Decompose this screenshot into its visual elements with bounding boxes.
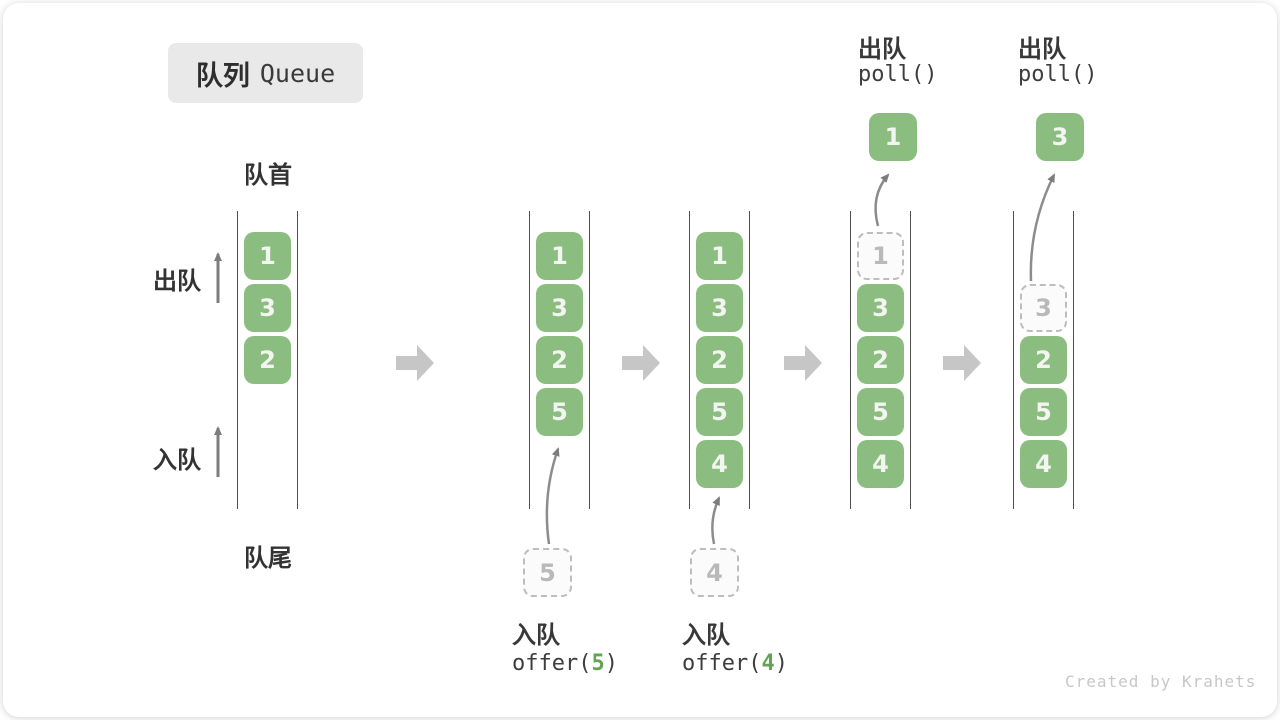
- queue-cell: 3: [696, 284, 743, 332]
- label-enqueue-side: 入队: [153, 447, 201, 474]
- label-queue-front: 队首: [244, 162, 292, 189]
- pending-value-box: 5: [523, 548, 572, 597]
- queue-cell: 2: [244, 336, 291, 384]
- step-arrow-1: [396, 345, 434, 381]
- step-arrow-2: [622, 345, 660, 381]
- note-enqueue-label: 入队: [512, 622, 560, 649]
- queue-cell: 5: [1020, 388, 1067, 436]
- queue-cell: 3: [244, 284, 291, 332]
- step-arrow-4: [943, 345, 981, 381]
- op-dequeue-label: 出队: [858, 36, 906, 63]
- queue-cell: 2: [857, 336, 904, 384]
- step-arrow-3: [784, 345, 822, 381]
- title-chinese: 队列: [195, 60, 250, 91]
- label-queue-rear: 队尾: [244, 545, 292, 572]
- queue-cell: 1: [244, 232, 291, 280]
- op-dequeue-code: poll(): [1018, 62, 1098, 87]
- queue-cell: 1: [536, 232, 583, 280]
- note-enqueue-code: offer(4): [682, 651, 788, 676]
- note-enqueue-label: 入队: [682, 622, 730, 649]
- queue-channel-state-after-offer-4: [689, 211, 750, 509]
- queue-channel-state-after-poll-1: [850, 211, 911, 509]
- queue-cell-removed: 1: [857, 232, 904, 280]
- polled-value-box: 1: [869, 113, 917, 161]
- queue-cell-removed: 3: [1020, 284, 1067, 332]
- pending-value-box: 4: [690, 548, 739, 597]
- queue-channel-state-after-poll-3: [1013, 211, 1074, 509]
- queue-cell: 4: [857, 440, 904, 488]
- watermark: Created by Krahets: [1065, 672, 1257, 691]
- queue-cell: 4: [1020, 440, 1067, 488]
- queue-cell: 5: [696, 388, 743, 436]
- queue-cell: 2: [536, 336, 583, 384]
- queue-cell: 2: [696, 336, 743, 384]
- queue-channel-state-after-offer-5: [529, 211, 590, 509]
- note-enqueue-code: offer(5): [512, 651, 618, 676]
- title-box: 队列 Queue: [168, 43, 363, 103]
- queue-cell: 3: [857, 284, 904, 332]
- queue-cell: 1: [696, 232, 743, 280]
- queue-cell: 5: [857, 388, 904, 436]
- queue-cell: 3: [536, 284, 583, 332]
- polled-value-box: 3: [1036, 113, 1084, 161]
- label-dequeue-side: 出队: [153, 268, 201, 295]
- queue-cell: 5: [536, 388, 583, 436]
- title-english: Queue: [259, 58, 336, 88]
- queue-channel-state-initial: [237, 211, 298, 509]
- op-dequeue-code: poll(): [858, 62, 938, 87]
- queue-cell: 4: [696, 440, 743, 488]
- op-dequeue-label: 出队: [1018, 36, 1066, 63]
- queue-cell: 2: [1020, 336, 1067, 384]
